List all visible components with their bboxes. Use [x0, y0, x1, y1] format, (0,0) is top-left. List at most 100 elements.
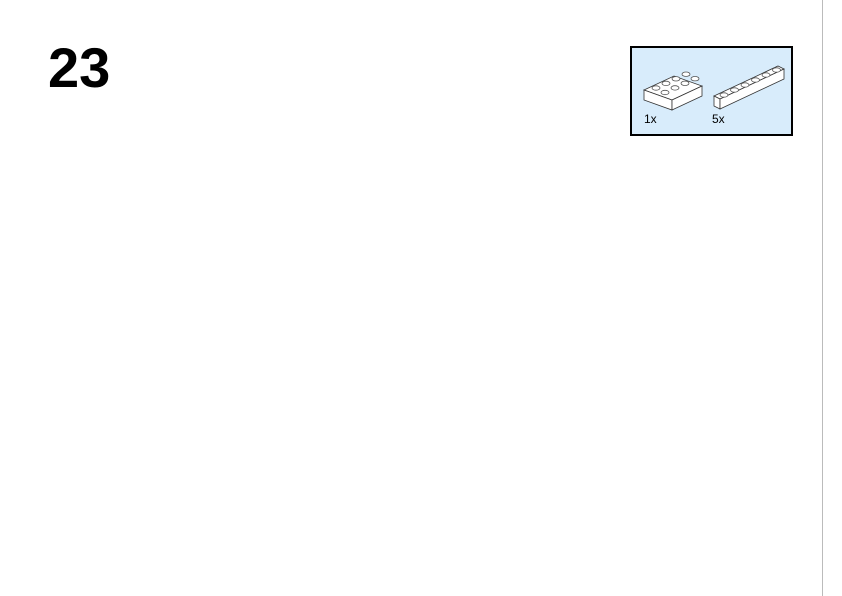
stud — [408, 329, 428, 341]
stud — [671, 76, 681, 82]
model-end-face — [679, 447, 801, 561]
stud — [719, 92, 729, 98]
stud — [383, 226, 403, 238]
stud — [144, 126, 164, 138]
stud — [86, 134, 106, 145]
stud — [643, 355, 663, 366]
stud — [185, 164, 205, 176]
stud — [385, 263, 405, 275]
stud — [106, 143, 126, 155]
stud — [528, 389, 548, 400]
stud — [364, 235, 384, 246]
stud — [67, 142, 87, 154]
stud — [567, 390, 587, 402]
stud — [303, 186, 323, 198]
model-front-face — [39, 191, 681, 561]
stud — [566, 371, 586, 383]
parts-illustration — [642, 65, 785, 111]
stud — [448, 349, 468, 361]
stud — [665, 402, 685, 414]
stud — [644, 373, 664, 385]
stud — [167, 192, 187, 204]
model-top-face — [39, 96, 801, 469]
stud — [463, 266, 483, 277]
stud — [125, 135, 145, 146]
stud — [183, 127, 203, 139]
stud — [664, 383, 684, 395]
stud — [565, 352, 585, 364]
stud — [168, 211, 188, 222]
stud — [48, 151, 68, 163]
step-number: 23 — [48, 36, 111, 99]
stud — [406, 292, 426, 304]
brick-1x6-icon — [713, 65, 785, 110]
stud — [661, 80, 671, 87]
stud — [626, 401, 646, 413]
stud — [587, 400, 607, 411]
brick-1x6-studs — [719, 67, 781, 98]
stud — [645, 392, 665, 404]
window-large-right — [541, 474, 661, 561]
stud — [681, 71, 691, 77]
stud — [548, 399, 568, 410]
stud — [368, 310, 388, 321]
stud — [348, 300, 368, 311]
stud — [248, 250, 268, 262]
stud — [690, 76, 700, 82]
stud — [683, 374, 703, 386]
stud — [87, 152, 107, 164]
stud — [660, 89, 670, 96]
stud — [328, 290, 348, 301]
stud — [148, 201, 168, 212]
stud — [646, 411, 666, 422]
stud — [345, 244, 365, 255]
stud — [326, 252, 346, 264]
stud — [145, 145, 165, 156]
model-top-thickness — [39, 149, 681, 506]
stud — [384, 245, 404, 256]
door-right — [461, 434, 501, 542]
stud — [405, 273, 425, 285]
stud — [323, 196, 343, 208]
part-quantity-1: 1x — [644, 112, 657, 126]
brick-2x4-studs — [651, 71, 700, 96]
stud — [307, 261, 327, 273]
window-large-left — [61, 236, 181, 360]
stud — [761, 72, 771, 78]
stud — [387, 301, 407, 312]
stud — [386, 282, 406, 294]
stud — [143, 107, 163, 119]
stud — [88, 171, 108, 183]
stud — [428, 339, 448, 351]
stud — [205, 174, 225, 186]
stud — [126, 153, 146, 165]
stud — [668, 458, 688, 470]
stud — [680, 80, 690, 86]
stud-grid — [48, 107, 783, 470]
stud — [564, 334, 584, 345]
stud — [585, 362, 605, 374]
stud — [507, 360, 527, 372]
stud — [547, 380, 567, 392]
stud — [403, 236, 423, 248]
stud — [184, 146, 204, 157]
stud — [605, 372, 625, 384]
stud — [444, 274, 464, 286]
stud — [624, 363, 644, 375]
stud — [464, 284, 484, 296]
door-left — [221, 318, 263, 422]
stud — [651, 85, 661, 91]
stud — [483, 275, 503, 287]
stud — [684, 393, 704, 405]
stud — [772, 67, 781, 73]
stud — [604, 354, 624, 365]
stud — [546, 361, 566, 373]
page-edge-line — [822, 0, 823, 596]
stud — [208, 230, 228, 242]
stud — [186, 183, 206, 195]
stud — [407, 311, 427, 322]
stud — [703, 384, 723, 396]
stud — [108, 181, 128, 193]
stud — [425, 283, 445, 295]
stud — [127, 172, 147, 184]
